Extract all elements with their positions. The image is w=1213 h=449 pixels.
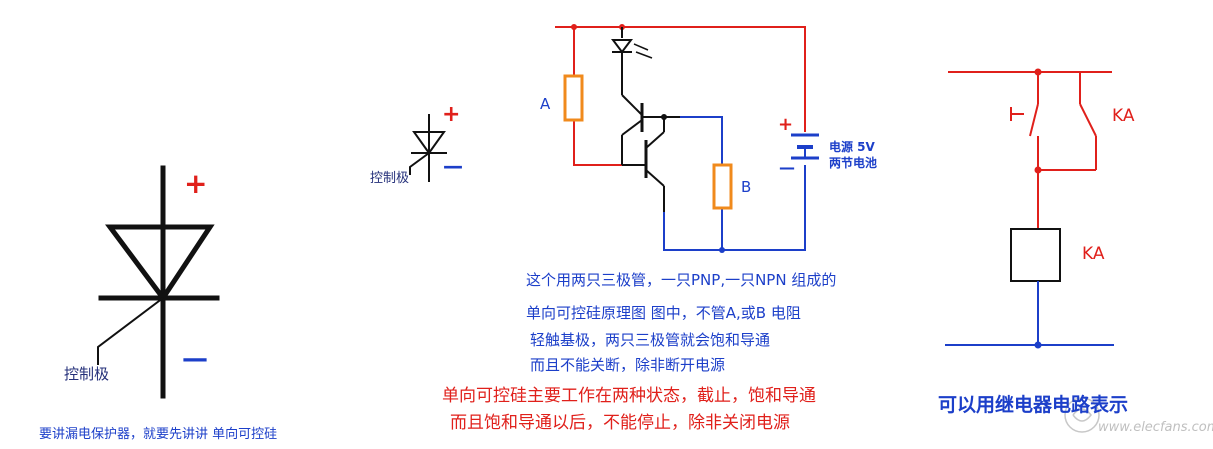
blue-bottom-wire xyxy=(663,165,806,251)
scr-small-gate-lead xyxy=(409,152,430,175)
note-blue-line-3: 轻触基极，两只三极管就会饱和导通 xyxy=(530,331,771,349)
power-label-line2: 两节电池 xyxy=(829,156,878,170)
scr-large-triangle xyxy=(105,224,215,303)
resistor-b xyxy=(712,163,733,210)
relay-coil-label: KA xyxy=(1082,244,1105,264)
pnp-collector xyxy=(621,119,643,136)
power-label-line1: 电源 5V xyxy=(829,140,875,154)
relay-switch-1-blade xyxy=(1029,103,1039,137)
red-a-lower-wire xyxy=(573,120,622,166)
battery xyxy=(791,133,819,160)
resistor-a xyxy=(563,74,584,122)
relay-coil xyxy=(1010,228,1061,282)
note-blue-line-4: 而且不能关断，除非断开电源 xyxy=(530,356,726,374)
led-arrow xyxy=(635,51,653,59)
scr-symbol-large xyxy=(97,165,220,399)
npn-collector xyxy=(645,131,665,149)
junction-dot xyxy=(571,24,577,30)
watermark-logo xyxy=(1064,397,1100,433)
transistor-circuit xyxy=(555,24,819,253)
left-caption: 要讲漏电保护器，就要先讲讲 单向可控硅 xyxy=(39,427,278,442)
scr-small-minus: — xyxy=(443,154,463,178)
relay-caption: 可以用继电器电路表示 xyxy=(938,394,1129,416)
scr-symbol-small xyxy=(409,114,447,182)
note-blue-line-1: 这个用两只三极管，一只PNP,一只NPN 组成的 xyxy=(526,271,837,289)
scr-large-minus: — xyxy=(182,344,208,374)
pnp-npn-pair xyxy=(621,52,680,212)
note-red-line-2: 而且饱和导通以后，不能停止，除非关闭电源 xyxy=(450,413,790,433)
relay-contact-label: KA xyxy=(1112,106,1135,126)
led-triangle xyxy=(611,39,633,54)
scr-large-gate-lead xyxy=(97,296,165,365)
blue-b-upper-wire xyxy=(680,116,723,165)
watermark-text: www.elecfans.com xyxy=(1098,420,1213,435)
battery-minus: — xyxy=(779,158,795,177)
note-red-line-1: 单向可控硅主要工作在两种状态，截止，饱和导通 xyxy=(442,386,816,406)
note-blue-line-2: 单向可控硅原理图 图中，不管A,或B 电阻 xyxy=(526,304,801,322)
led-arrow xyxy=(633,43,649,51)
junction-dot xyxy=(1034,341,1042,349)
scr-small-triangle xyxy=(412,131,446,155)
relay-circuit xyxy=(945,68,1114,349)
scr-small-plus: + xyxy=(442,102,461,127)
scr-small-gate-label: 控制极 xyxy=(370,171,410,186)
battery-plus: + xyxy=(778,114,794,135)
npn-emitter xyxy=(645,169,665,187)
resistor-b-label: B xyxy=(741,178,752,196)
junction-dot xyxy=(719,247,725,253)
scr-large-gate-label: 控制极 xyxy=(64,365,110,383)
relay-switch-2-blade xyxy=(1079,103,1097,137)
red-top-wire xyxy=(555,26,806,132)
scr-large-plus: + xyxy=(184,167,208,200)
resistor-a-label: A xyxy=(540,95,551,113)
pnp-emitter xyxy=(621,94,643,116)
